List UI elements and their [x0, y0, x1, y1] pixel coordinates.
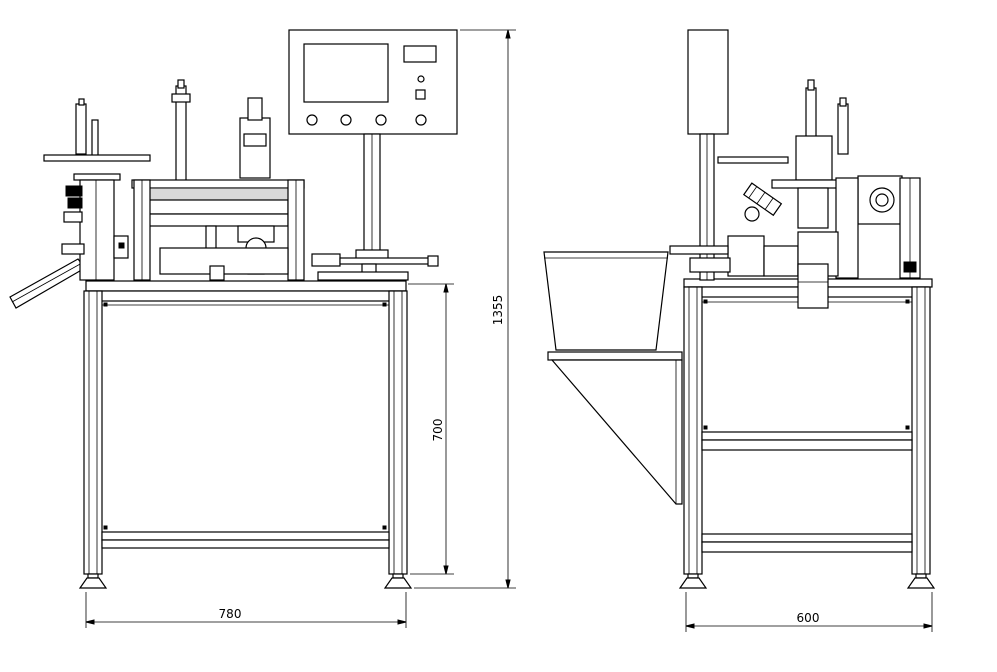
side-table-frame: [678, 278, 936, 589]
front-view: 780 700 1355: [9, 29, 516, 628]
hmi-screen: [303, 43, 389, 103]
control-panel: [288, 29, 458, 281]
front-left-tower: [43, 98, 151, 281]
panel-knob: [340, 114, 352, 126]
dimension-front-width: 780: [85, 592, 407, 628]
dimension-overall-height: 1355: [414, 29, 516, 589]
panel-knob: [306, 114, 318, 126]
side-width-label: 600: [797, 611, 820, 625]
side-mechanism: [669, 79, 921, 309]
dimension-side-width: 600: [685, 592, 933, 632]
side-view: 600: [543, 29, 936, 632]
front-rotary-mechanism: [131, 79, 305, 281]
side-hopper: [543, 251, 683, 505]
side-column: [687, 29, 729, 281]
front-width-label: 780: [219, 607, 242, 621]
table-height-label: 700: [431, 419, 445, 442]
front-feed-chute: [9, 258, 86, 309]
dimension-table-height: 700: [408, 283, 454, 575]
front-table-frame: [78, 280, 413, 589]
panel-knob: [415, 114, 427, 126]
panel-knob: [375, 114, 387, 126]
overall-height-label: 1355: [491, 295, 505, 326]
